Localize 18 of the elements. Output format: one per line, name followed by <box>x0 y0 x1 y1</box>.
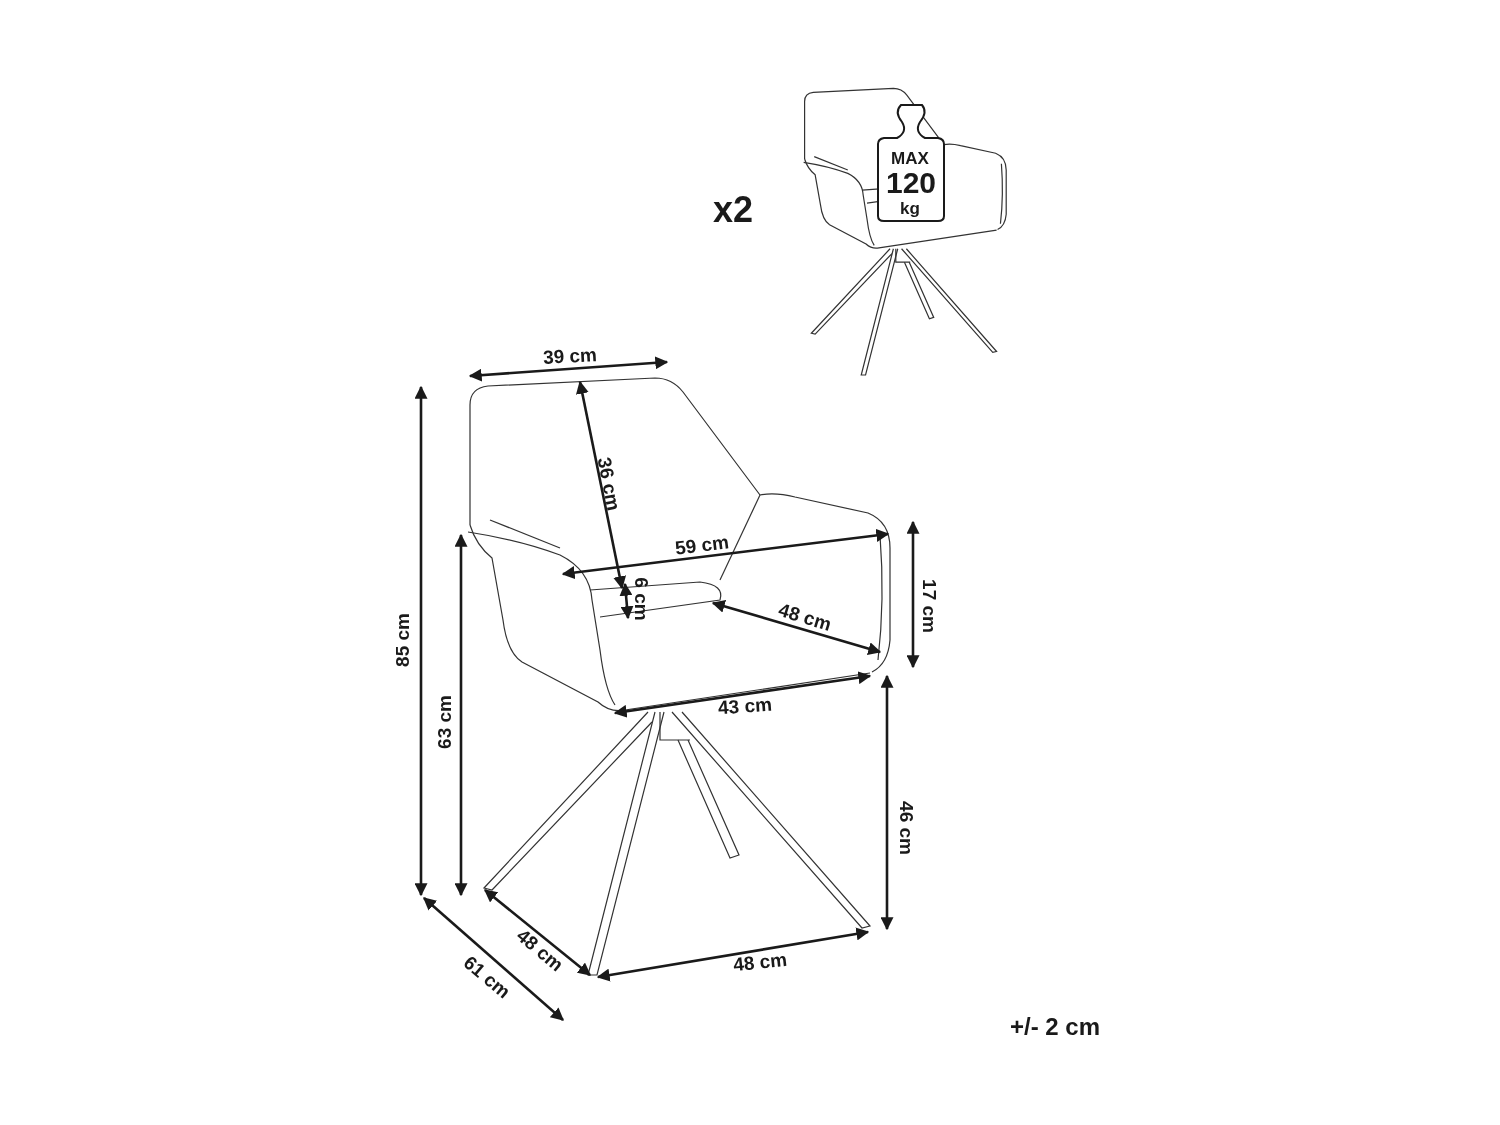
weight-label: kg <box>900 199 920 217</box>
dimension-label: 63 cm <box>434 695 454 749</box>
quantity-label: x2 <box>713 192 753 228</box>
weight-label: 120 <box>885 168 937 198</box>
dimension-label: 48 cm <box>513 925 567 975</box>
dimension-label: 39 cm <box>542 345 598 367</box>
dimension-label: 48 cm <box>732 949 788 975</box>
dimension-label: 43 cm <box>717 694 773 718</box>
dimension-label: 85 cm <box>392 613 412 667</box>
dimension-label: 61 cm <box>460 952 514 1002</box>
tolerance-note: +/- 2 cm <box>1010 1015 1100 1039</box>
dimension-label: 6 cm <box>631 577 651 621</box>
dimension-label: 17 cm <box>919 579 939 633</box>
dimension-label: 46 cm <box>896 801 916 855</box>
dimension-label: 36 cm <box>594 455 624 513</box>
dimension-label: 48 cm <box>776 600 834 634</box>
dimension-label: 59 cm <box>674 532 730 558</box>
weight-label: MAX <box>891 149 929 167</box>
